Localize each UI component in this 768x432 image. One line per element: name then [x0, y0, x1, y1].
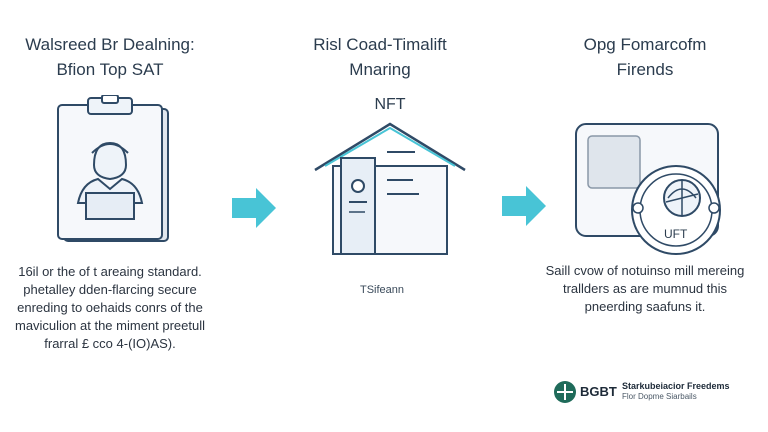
card-badge-icon: [575, 123, 721, 255]
description-line: 16il or the of t areaing standard.: [18, 264, 202, 279]
house-document-icon: [314, 122, 466, 255]
column-3-title: Opg Fomarcofm Firends: [545, 32, 745, 82]
description-line: frarral £ cco 4-(IO)AS).: [44, 336, 176, 351]
logo-mark-icon: [554, 381, 576, 403]
column-1-title-line-1: Walsreed Br Dealning:: [25, 35, 195, 54]
column-1-description: 16il or the of t areaing standard. pheta…: [0, 263, 220, 353]
column-3-description: Saill cvow of notuinso mill mereing tral…: [530, 262, 760, 316]
column-1-title: Walsreed Br Dealning: Bfion Top SAT: [0, 32, 220, 82]
column-2-title-line-1: Risl Coad-Timalift: [313, 35, 447, 54]
nft-step-label: NFT: [374, 96, 406, 113]
logo-subtagline: Flor Dopme Siarbails: [622, 392, 697, 401]
column-3-title-line-2: Firends: [616, 60, 674, 79]
arrow-right-icon: [232, 188, 276, 228]
column-3-title-line-1: Opg Fomarcofm: [583, 35, 707, 54]
description-line: enreding to oehaids conrs of the: [17, 300, 203, 315]
column-2-caption: TSifeann: [360, 284, 405, 296]
description-line: phetalley dden-flarcing secure: [23, 282, 197, 297]
description-line: maviculion at the miment preetull: [14, 318, 206, 333]
description-line: trallders as are mumnud this: [562, 281, 727, 296]
logo-tagline: Starkubeiacior Freedems: [622, 381, 730, 391]
description-line: Saill cvow of notuinso mill mereing: [545, 263, 745, 278]
badge-label: UFT: [664, 227, 688, 241]
column-1-title-line-2: Bfion Top SAT: [56, 60, 164, 79]
column-2-title-line-2: Mnaring: [349, 60, 411, 79]
clipboard-person-icon: [57, 95, 169, 242]
logo-wordmark: BGBT: [580, 384, 617, 399]
arrow-right-icon: [502, 186, 546, 226]
column-2-title: Risl Coad-Timalift Mnaring: [280, 32, 480, 82]
description-line: pneerding saafuns it.: [584, 299, 706, 314]
